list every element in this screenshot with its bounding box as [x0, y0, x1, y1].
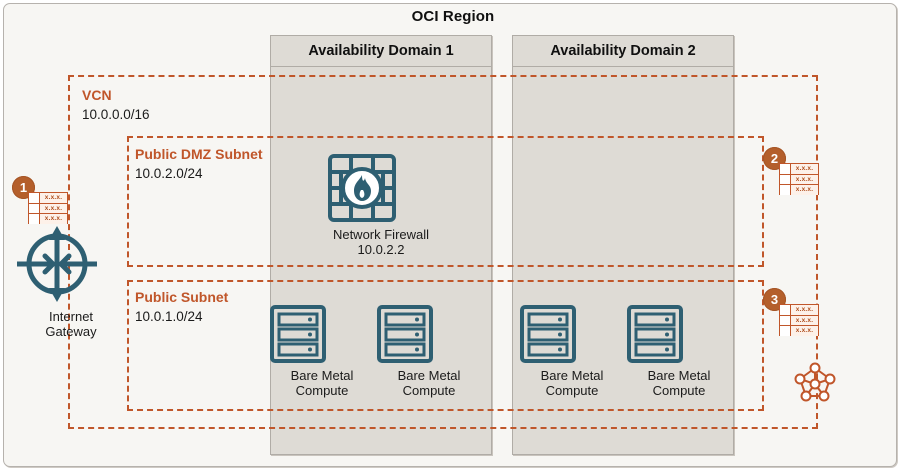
route-table-cell-left: [29, 214, 40, 224]
route-table-cell-right: x.x.x.: [791, 326, 818, 336]
bare-metal-compute-node-4[interactable]: Bare Metal Compute: [624, 303, 734, 398]
network-firewall-caption: Network Firewall: [332, 227, 430, 242]
ad2-title-divider: [513, 66, 733, 67]
vcn-boundary: [68, 75, 818, 429]
network-firewall-ip: 10.0.2.2: [357, 242, 405, 257]
bare-metal-compute-caption-3-line1: Bare Metal: [540, 368, 604, 383]
route-table-icon-3: x.x.x. x.x.x. x.x.x.: [779, 304, 819, 336]
availability-domain-2-title: Availability Domain 2: [550, 43, 696, 59]
route-table-cell-right: x.x.x.: [791, 185, 818, 195]
route-table-cell-left: [780, 315, 791, 325]
route-table-row: x.x.x.: [29, 214, 67, 224]
vcn-cidr: 10.0.0.0/16: [82, 107, 150, 122]
public-dmz-subnet-boundary: [127, 136, 764, 267]
bare-metal-compute-node-3[interactable]: Bare Metal Compute: [517, 303, 627, 398]
route-table-cell-left: [780, 164, 791, 174]
network-firewall-node[interactable]: Network Firewall 10.0.2.2: [326, 152, 436, 257]
public-subnet-cidr: 10.0.1.0/24: [135, 309, 203, 324]
bare-metal-compute-caption-4-line2: Compute: [652, 383, 706, 398]
internet-gateway-caption-line2: Gateway: [45, 324, 97, 339]
route-table-row: x.x.x.: [780, 164, 818, 175]
bare-metal-compute-node-2[interactable]: Bare Metal Compute: [374, 303, 484, 398]
route-table-row: x.x.x.: [780, 305, 818, 316]
public-subnet-label: Public Subnet: [135, 289, 229, 305]
route-table-icon-1: x.x.x. x.x.x. x.x.x.: [28, 192, 68, 224]
route-table-row: x.x.x.: [780, 174, 818, 185]
route-table-row: x.x.x.: [29, 193, 67, 204]
route-table-row: x.x.x.: [780, 185, 818, 195]
internet-gateway-caption-line1: Internet: [48, 309, 94, 324]
bare-metal-compute-caption-1-line2: Compute: [295, 383, 349, 398]
route-table-row: x.x.x.: [780, 315, 818, 326]
bare-metal-compute-icon: [374, 303, 484, 365]
route-table-cell-left: [29, 193, 40, 203]
bare-metal-compute-caption-1-line1: Bare Metal: [290, 368, 354, 383]
route-table-cell-right: x.x.x.: [791, 305, 818, 315]
route-table-cell-right: x.x.x.: [791, 164, 818, 174]
ad1-title-divider: [271, 66, 491, 67]
bare-metal-compute-caption-4-line1: Bare Metal: [647, 368, 711, 383]
bare-metal-compute-node-1[interactable]: Bare Metal Compute: [267, 303, 377, 398]
route-table-row: x.x.x.: [29, 203, 67, 214]
route-table-icon-2: x.x.x. x.x.x. x.x.x.: [779, 163, 819, 195]
public-dmz-subnet-cidr: 10.0.2.0/24: [135, 166, 203, 181]
bare-metal-compute-caption-2-line2: Compute: [402, 383, 456, 398]
route-table-cell-left: [780, 326, 791, 336]
availability-domain-1-title: Availability Domain 1: [308, 43, 454, 59]
route-table-cell-right: x.x.x.: [40, 214, 67, 224]
network-firewall-icon: [326, 152, 436, 224]
route-table-cell-left: [780, 185, 791, 195]
route-table-cell-left: [29, 203, 40, 213]
region-title: OCI Region: [411, 8, 495, 25]
route-table-cell-right: x.x.x.: [40, 193, 67, 203]
internet-gateway-icon: [15, 222, 127, 306]
availability-domain-1-box: Availability Domain 1: [270, 35, 492, 455]
availability-domain-2-box: Availability Domain 2: [512, 35, 734, 455]
network-mesh-icon: [794, 360, 836, 407]
route-table-row: x.x.x.: [780, 326, 818, 336]
bare-metal-compute-caption-2-line1: Bare Metal: [397, 368, 461, 383]
internet-gateway-node[interactable]: Internet Gateway: [15, 222, 127, 339]
route-table-cell-left: [780, 305, 791, 315]
bare-metal-compute-icon: [517, 303, 627, 365]
bare-metal-compute-icon: [624, 303, 734, 365]
route-table-cell-right: x.x.x.: [791, 315, 818, 325]
public-subnet-boundary: [127, 280, 764, 411]
bare-metal-compute-icon: [267, 303, 377, 365]
vcn-label: VCN: [82, 87, 112, 103]
bare-metal-compute-caption-3-line2: Compute: [545, 383, 599, 398]
route-table-cell-left: [780, 174, 791, 184]
route-table-cell-right: x.x.x.: [40, 203, 67, 213]
route-table-cell-right: x.x.x.: [791, 174, 818, 184]
public-dmz-subnet-label: Public DMZ Subnet: [135, 146, 263, 162]
